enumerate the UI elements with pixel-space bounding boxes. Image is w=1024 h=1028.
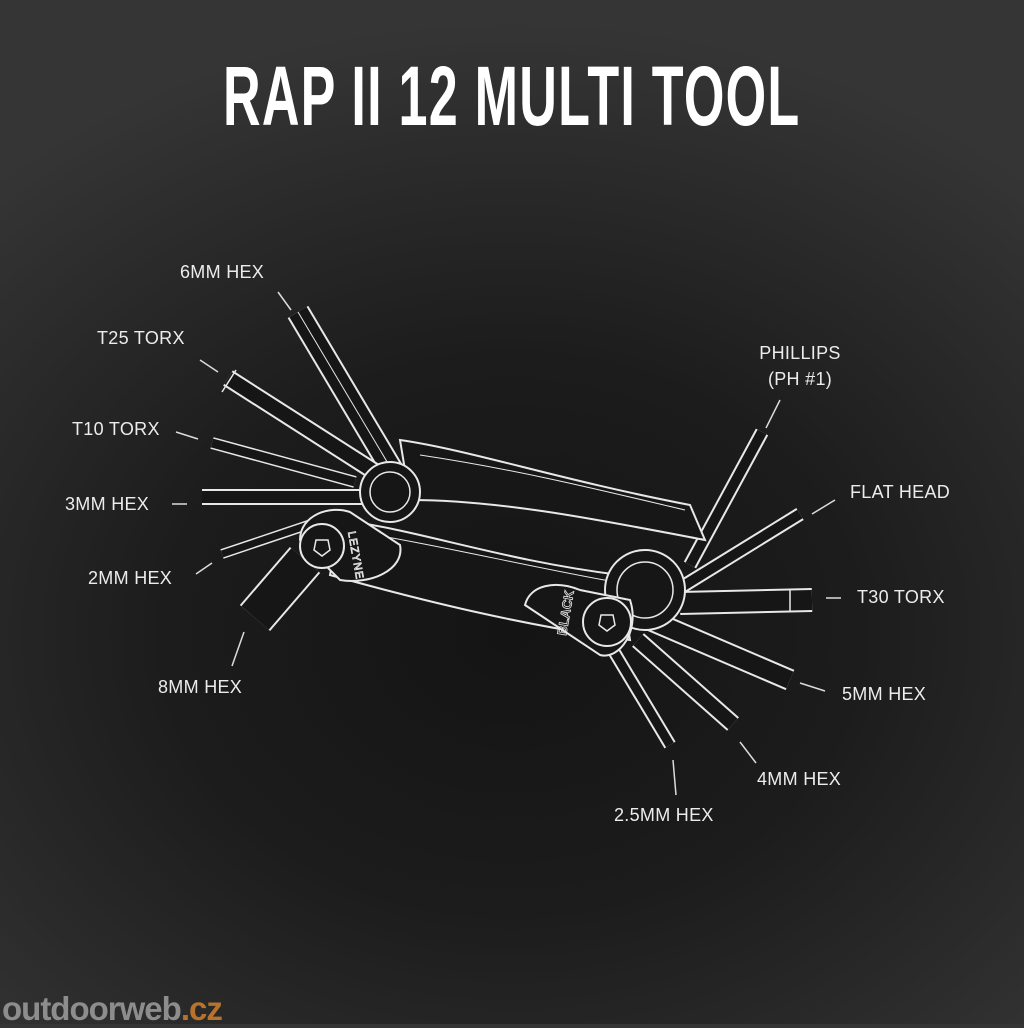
label-4mm-hex: 4MM HEX: [757, 769, 842, 789]
tool-8mm-hex-bit: [239, 546, 321, 632]
tool-4mm-hex: [632, 633, 739, 731]
label-t30-torx: T30 TORX: [857, 587, 945, 607]
label-2.5mm-hex: 2.5MM HEX: [614, 805, 714, 825]
label-6mm-hex: 6MM HEX: [180, 262, 265, 282]
label-phillips-line1: PHILLIPS: [759, 343, 841, 363]
label-phillips: PHILLIPS (PH #1): [745, 343, 855, 389]
tool-phillips: [683, 428, 769, 569]
page-title: RAP II 12 MULTI TOOL: [0, 48, 1024, 145]
tool-t10-torx: [210, 437, 357, 488]
label-8mm-hex: 8MM HEX: [158, 677, 243, 697]
leader-lines: [172, 291, 841, 796]
tool-5mm-hex: [645, 609, 795, 691]
label-t25-torx: T25 TORX: [97, 328, 185, 348]
watermark-logo: outdoorweb.cz: [2, 990, 223, 1028]
watermark-main: outdoorweb: [2, 990, 182, 1027]
tool-body: LEZYNE BLACK: [298, 438, 707, 657]
tool-flat-head: [676, 508, 804, 594]
tool-t30-torx: [679, 588, 813, 615]
label-phillips-line2: (PH #1): [767, 369, 833, 389]
label-5mm-hex: 5MM HEX: [842, 684, 927, 704]
watermark-tld: .cz: [180, 990, 223, 1027]
title-text: RAP II 12 MULTI TOOL: [223, 49, 801, 143]
tool-t25-torx: [221, 369, 380, 480]
tool-2.5mm-hex: [607, 646, 676, 749]
label-t10-torx: T10 TORX: [72, 419, 160, 439]
label-flat-head: FLAT HEAD: [850, 482, 951, 502]
label-2mm-hex: 2MM HEX: [88, 568, 173, 588]
label-3mm-hex: 3MM HEX: [65, 494, 150, 514]
